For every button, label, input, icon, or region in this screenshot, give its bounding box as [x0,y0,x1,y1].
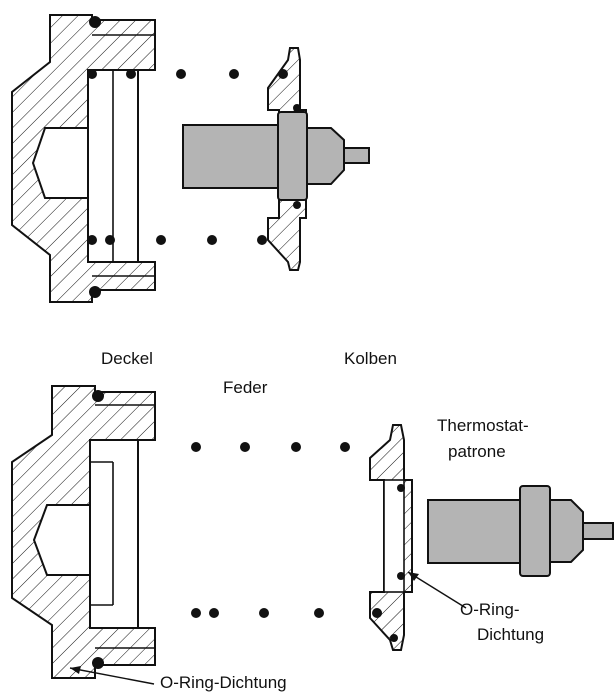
spring-coil [191,608,201,618]
o-ring [293,201,301,209]
leader-arrow-oring-right [408,572,419,581]
spring-coil [191,442,201,452]
bottom-cartridge-pin [582,522,614,540]
top-cartridge-collar [277,111,308,201]
label-thermostat-line1: Thermostat- [437,416,529,435]
o-ring [92,390,104,402]
o-ring [397,572,405,580]
spring-coil [314,608,324,618]
top-cartridge-body [182,124,281,189]
spring-coil [105,235,115,245]
o-ring [390,634,398,642]
spring-coil [259,608,269,618]
label-oring-bottom: O-Ring-Dichtung [160,673,287,692]
bottom-cartridge-tip [549,499,584,563]
spring-coil [229,69,239,79]
bottom-spring [191,442,382,618]
label-feder: Feder [223,378,268,397]
spring-coil [176,69,186,79]
spring-coil [87,235,97,245]
o-ring [92,657,104,669]
spring-coil [126,69,136,79]
o-ring [397,484,405,492]
spring-coil [340,442,350,452]
spring-coil [87,69,97,79]
bottom-assembly [11,385,614,679]
top-spring [87,69,288,245]
bottom-cartridge-body [427,499,521,564]
label-deckel: Deckel [101,349,153,368]
label-thermostat-line2: patrone [448,442,506,461]
top-assembly [11,14,370,303]
top-cartridge-tip [306,127,345,185]
spring-coil [240,442,250,452]
label-kolben: Kolben [344,349,397,368]
spring-coil [156,235,166,245]
bottom-piston-bore [383,479,405,593]
o-ring [89,286,101,298]
o-ring [89,16,101,28]
spring-coil [291,442,301,452]
bottom-cover-bore [89,439,139,629]
leader-line-oring-bottom [69,667,155,685]
spring-coil [207,235,217,245]
label-oring-right-line2: Dichtung [477,625,544,644]
leader-line-oring-right [407,571,467,609]
spring-coil [257,235,267,245]
o-ring [293,104,301,112]
leader-arrow-oring-bottom [70,666,81,674]
top-cartridge-pin [343,147,370,164]
spring-coil [209,608,219,618]
bottom-cartridge-collar [519,485,551,577]
label-oring-right-line1: O-Ring- [460,600,520,619]
